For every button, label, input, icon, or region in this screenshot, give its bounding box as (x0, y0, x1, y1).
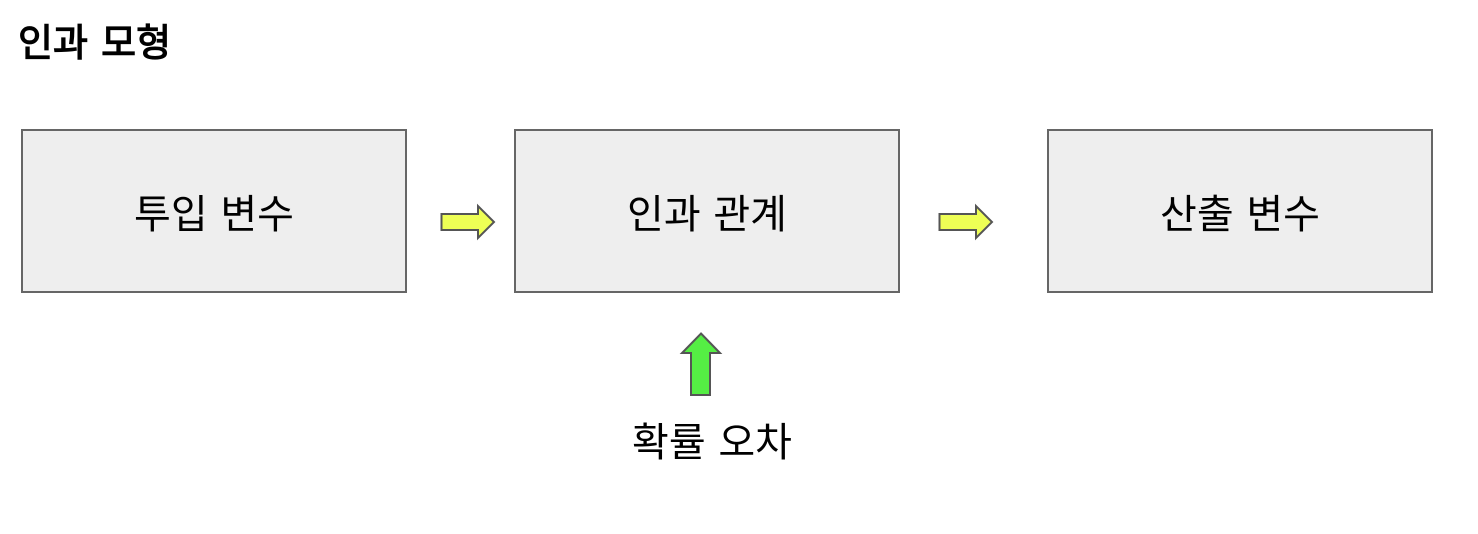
input-variable-label: 투입 변수 (134, 192, 294, 238)
input-variable-box: 투입 변수 (21, 129, 407, 293)
output-variable-label: 산출 변수 (1160, 192, 1320, 238)
diagram-title: 인과 모형 (18, 21, 172, 65)
output-variable-box: 산출 변수 (1047, 129, 1433, 293)
stochastic-error-label: 확률 오차 (632, 420, 792, 466)
right-arrow-icon (440, 203, 496, 241)
causal-relation-label: 인과 관계 (627, 192, 787, 238)
causal-relation-box: 인과 관계 (514, 129, 900, 293)
right-arrow-icon (938, 203, 994, 241)
up-arrow-icon (679, 332, 723, 396)
